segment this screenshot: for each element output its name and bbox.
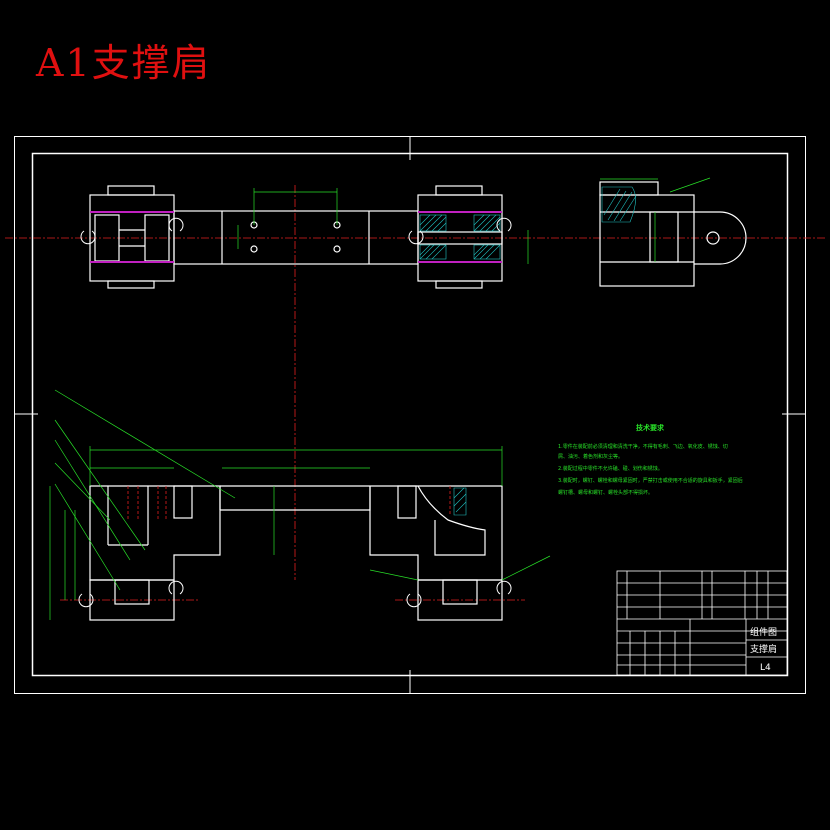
outer-frame bbox=[14, 136, 806, 694]
tech-heading: 技术要求 bbox=[636, 423, 665, 432]
dimension-lines bbox=[49, 177, 711, 620]
front-pins bbox=[78, 580, 512, 608]
tech-line: 2.装配过程中零件不允许磕、碰、划伤和锈蚀。 bbox=[558, 465, 663, 472]
tech-requirements: 技术要求 1.零件在装配前必须清理和清洗干净，不得有毛刺、飞边、氧化皮、锈蚀、切… bbox=[558, 423, 743, 496]
side-hatch bbox=[601, 186, 637, 223]
tech-line: 螺钉槽、螺母和螺钉、螺栓头部不得损坏。 bbox=[558, 489, 653, 496]
inner-frame bbox=[31, 152, 789, 677]
centering-marks bbox=[14, 136, 805, 693]
front-hatch bbox=[453, 487, 467, 516]
front-dashes bbox=[127, 486, 451, 520]
title-block-part-name: 支撑肩 bbox=[750, 643, 777, 655]
center-lines bbox=[5, 185, 825, 601]
title-block-drawing-type: 组件图 bbox=[750, 626, 777, 638]
tech-line: 3.装配时，螺钉、螺栓和螺母紧固时，严禁打击或使用不合适的旋具和扳手，紧固后 bbox=[558, 477, 743, 484]
hatched-sections bbox=[419, 214, 501, 260]
title-block bbox=[616, 570, 788, 676]
tech-line: 1.零件在装配前必须清理和清洗干净，不得有毛刺、飞边、氧化皮、锈蚀、切 bbox=[558, 443, 728, 450]
drawing-title: A1支撑肩 bbox=[36, 41, 212, 85]
pin-symbols bbox=[80, 217, 512, 245]
side-view bbox=[599, 181, 747, 287]
title-block-sheet-code: L4 bbox=[760, 663, 771, 673]
front-view bbox=[89, 485, 503, 621]
tech-line: 屑、油污、着色剂和灰尘等。 bbox=[558, 453, 623, 460]
section-lines bbox=[90, 211, 502, 263]
top-view bbox=[89, 185, 503, 289]
